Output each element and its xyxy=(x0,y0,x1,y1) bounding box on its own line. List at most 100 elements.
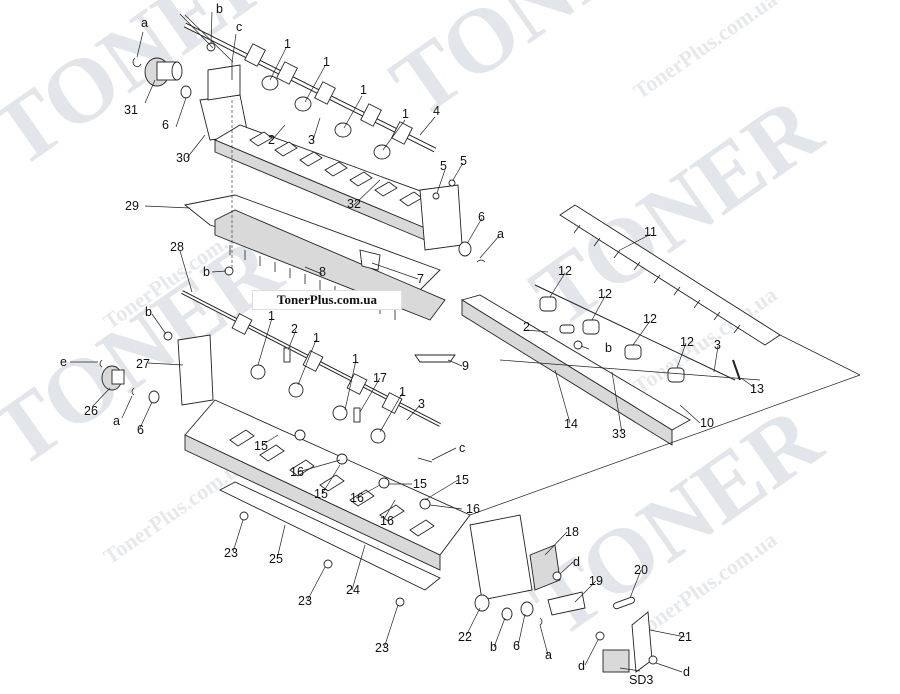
roller xyxy=(244,43,266,67)
bushing-6-drive xyxy=(520,601,534,617)
callout-b: b xyxy=(605,341,612,355)
callout-1: 1 xyxy=(402,107,409,121)
callout-3: 3 xyxy=(418,397,425,411)
pin-17 xyxy=(353,407,361,423)
leader-lines xyxy=(70,11,756,673)
pressure-roller xyxy=(373,144,391,160)
pin-2 xyxy=(283,347,291,363)
callout-19: 19 xyxy=(589,574,603,588)
callout-a: a xyxy=(113,414,120,428)
callout-23: 23 xyxy=(298,594,312,608)
bracket-22 xyxy=(469,514,533,601)
pressure-roller xyxy=(261,75,279,91)
watermark-brand-3: TONER xyxy=(513,75,839,346)
callout-6: 6 xyxy=(478,210,485,224)
callout-2: 2 xyxy=(291,322,298,336)
watermark-site-1: TonerPlus.com.ua xyxy=(629,0,782,104)
lower-frame-side xyxy=(184,434,441,571)
bushing-6 xyxy=(180,85,192,99)
callout-22: 22 xyxy=(458,630,472,644)
pin-c-lower xyxy=(417,457,433,463)
screw-b xyxy=(224,266,234,276)
upper-pressure-rollers xyxy=(261,75,391,160)
spring-20 xyxy=(613,596,635,610)
shaft-3-right xyxy=(534,284,736,381)
callout-18: 18 xyxy=(565,525,579,539)
foot-23 xyxy=(239,511,249,521)
screw-5 xyxy=(432,192,440,200)
lever-18 xyxy=(529,544,561,591)
callout-1: 1 xyxy=(352,352,359,366)
callout-13: 13 xyxy=(750,382,764,396)
foot-23 xyxy=(323,559,333,569)
callout-16: 16 xyxy=(290,465,304,479)
lower-frame-ribs xyxy=(229,429,435,537)
upper-guide-ribs xyxy=(249,131,423,207)
pressure-roller xyxy=(334,122,352,138)
callout-16: 16 xyxy=(466,502,480,516)
callout-20: 20 xyxy=(634,563,648,577)
callout-1: 1 xyxy=(313,331,320,345)
callout-10: 10 xyxy=(700,416,714,430)
bracket-27 xyxy=(177,334,214,406)
callout-15: 15 xyxy=(254,439,268,453)
callout-25: 25 xyxy=(269,552,283,566)
callout-12: 12 xyxy=(598,287,612,301)
callout-d: d xyxy=(573,555,580,569)
screw-5 xyxy=(448,179,456,187)
callout-23: 23 xyxy=(224,546,238,560)
callout-5: 5 xyxy=(460,154,467,168)
callout-31: 31 xyxy=(124,103,138,117)
gear-22 xyxy=(474,594,490,612)
shaft-4-inner xyxy=(184,23,436,152)
callout-27: 27 xyxy=(136,357,150,371)
screw-b-top xyxy=(206,42,216,52)
gear-31 xyxy=(144,57,183,87)
bracket-30-upper xyxy=(207,64,241,101)
spring-13 xyxy=(732,359,741,381)
callout-a: a xyxy=(545,648,552,662)
callout-29: 29 xyxy=(125,199,139,213)
screw-d-1 xyxy=(552,571,562,581)
clip-a xyxy=(132,57,142,68)
callout-14: 14 xyxy=(564,417,578,431)
spacers-15-16 xyxy=(294,429,431,510)
clip-a-drive xyxy=(539,617,543,626)
callout-6: 6 xyxy=(513,639,520,653)
callout-a: a xyxy=(497,227,504,241)
roller xyxy=(276,61,298,85)
right-assembly xyxy=(460,204,861,516)
callout-33: 33 xyxy=(612,427,626,441)
callout-c: c xyxy=(236,20,242,34)
callout-sd3: SD3 xyxy=(629,673,653,687)
callout-a: a xyxy=(141,16,148,30)
drive-assembly xyxy=(469,514,658,673)
roller xyxy=(391,121,413,145)
solenoid-sd3 xyxy=(602,649,630,673)
callout-6: 6 xyxy=(162,118,169,132)
callout-12: 12 xyxy=(643,312,657,326)
callout-15: 15 xyxy=(455,473,469,487)
callout-12: 12 xyxy=(558,264,572,278)
callout-6: 6 xyxy=(137,423,144,437)
callout-17: 17 xyxy=(373,371,387,385)
bracket-7 xyxy=(359,249,381,271)
link-19 xyxy=(547,591,586,616)
lower-pressure-rollers xyxy=(250,364,386,444)
callout-16: 16 xyxy=(350,491,364,505)
callout-8: 8 xyxy=(319,265,326,279)
callout-11: 11 xyxy=(644,225,657,239)
callout-1: 1 xyxy=(284,37,291,51)
screw-b-drive xyxy=(501,607,513,621)
clip-a-lower xyxy=(131,387,135,396)
screw-d-3 xyxy=(648,655,658,665)
roller xyxy=(314,81,336,105)
callout-26: 26 xyxy=(84,404,98,418)
callout-7: 7 xyxy=(417,272,424,286)
clip-e xyxy=(99,359,103,368)
gear-26 xyxy=(101,365,125,391)
right-side-plate-upper xyxy=(419,184,463,251)
callout-3: 3 xyxy=(308,133,315,147)
